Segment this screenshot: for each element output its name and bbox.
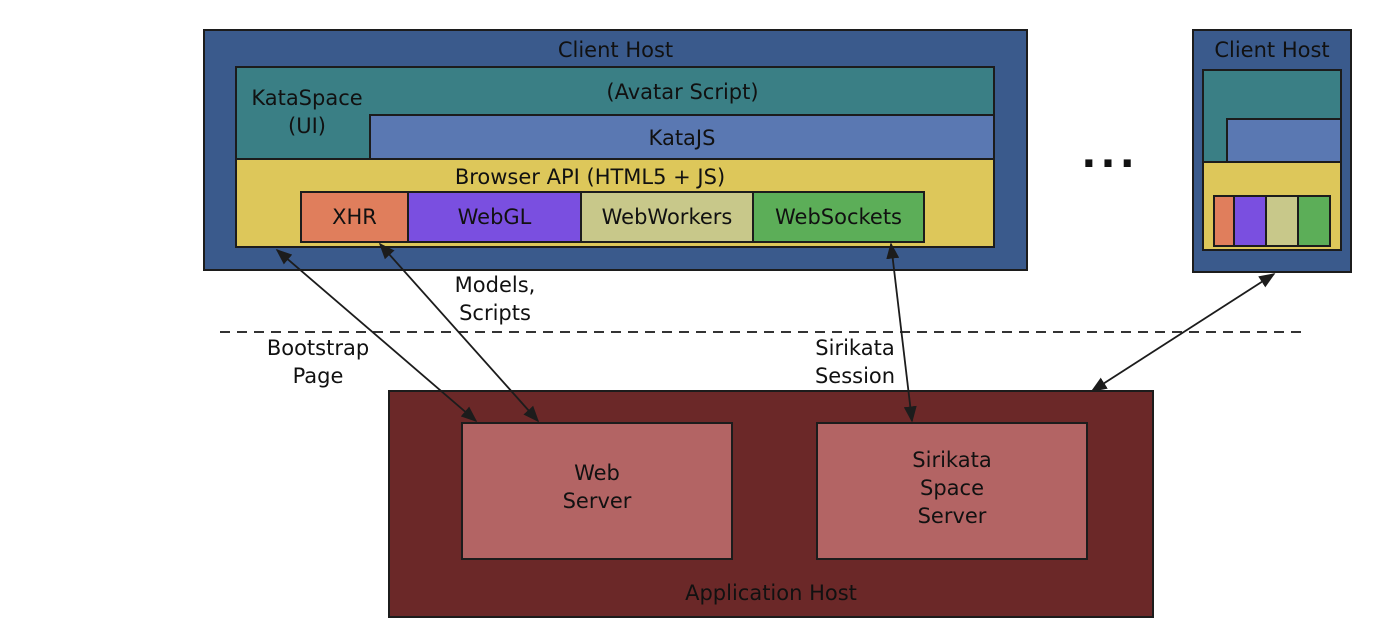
web-server-box — [461, 422, 733, 560]
kataspace-label: KataSpace (UI) — [251, 86, 363, 138]
client-host-2-title: Client Host — [1214, 38, 1330, 62]
ellipsis: ... — [1081, 131, 1139, 177]
client-host-title: Client Host — [557, 38, 674, 62]
space-server-label: Sirikata Space Server — [912, 448, 992, 528]
websockets-box: WebSockets — [752, 191, 925, 243]
avatar-script-label: (Avatar Script) — [606, 80, 759, 104]
client-host-2-webworkers — [1265, 195, 1299, 247]
web-server-label: Web Server — [562, 461, 632, 513]
bootstrap-page-label: Bootstrap Page — [266, 336, 370, 388]
client-host-2-xhr — [1213, 195, 1235, 247]
webgl-box: WebGL — [407, 191, 582, 243]
browser-api-label: Browser API (HTML5 + JS) — [454, 165, 726, 189]
client-host-2-websockets — [1297, 195, 1331, 247]
webworkers-box: WebWorkers — [580, 191, 754, 243]
xhr-box: XHR — [300, 191, 409, 243]
client-host-2-webgl — [1233, 195, 1267, 247]
models-scripts-label: Models, Scripts — [454, 273, 536, 325]
client-host-2-katajs — [1226, 118, 1342, 163]
katajs-label: KataJS — [648, 126, 716, 150]
space-server-box — [816, 422, 1088, 560]
sirikata-session-label: Sirikata Session — [814, 336, 896, 388]
application-host-title: Application Host — [685, 581, 857, 605]
client2-arrow — [1090, 273, 1276, 392]
